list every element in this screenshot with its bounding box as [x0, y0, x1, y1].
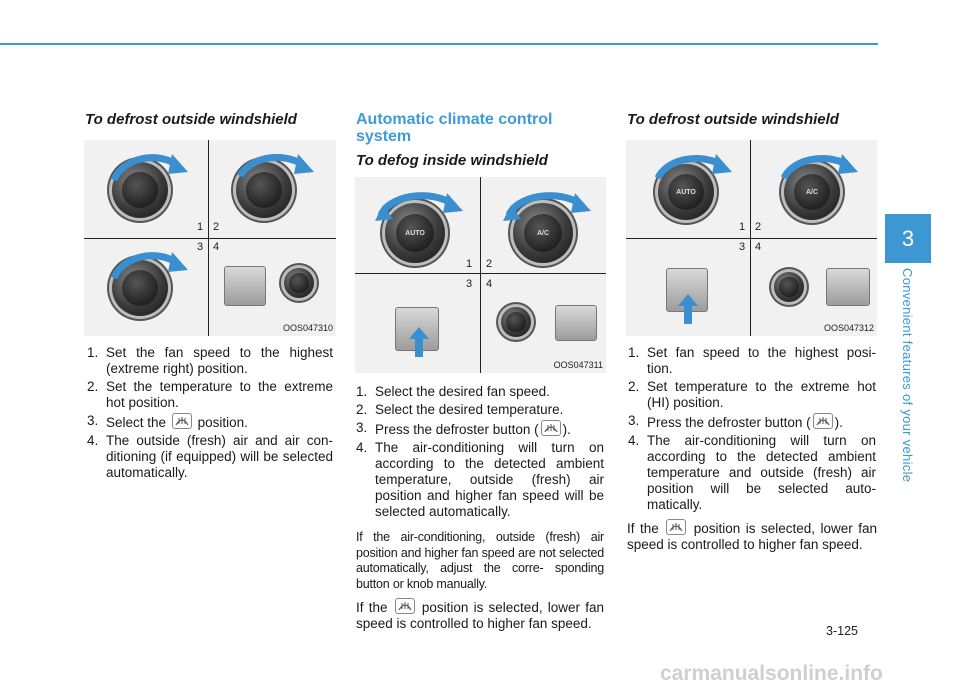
list-item: 1.Set the fan speed to the highest (extr…: [87, 345, 333, 376]
section-title: Automatic climate control system: [356, 111, 553, 145]
rotate-arrow-icon: [780, 154, 858, 180]
list-item: 3.Press the defroster button ().: [628, 413, 843, 430]
fig-label-4: 4: [213, 241, 220, 253]
fig-label-4: 4: [755, 241, 762, 253]
figure-code: OOS047311: [553, 360, 603, 370]
ac-knob: A/C: [513, 203, 573, 263]
fig-label-2: 2: [213, 221, 220, 233]
watermark: carmanualsonline.info: [660, 662, 883, 685]
list-item: 4.The air-conditioning will turn on acco…: [356, 440, 604, 519]
rotate-arrow-icon: [654, 154, 732, 180]
fig-label-4: 4: [486, 278, 493, 290]
defrost-icon: [394, 598, 415, 614]
chapter-tab: 3: [885, 214, 931, 263]
button-tile: [826, 268, 870, 306]
figure-code: OOS047312: [823, 323, 874, 333]
press-arrow-icon: [678, 294, 698, 324]
defrost-icon: [171, 413, 192, 429]
defrost-button-tile: [395, 307, 439, 351]
heading-defog-inside: To defog inside windshield: [356, 152, 548, 169]
figure-oos047310: 1 2 3 4 OOS047310: [84, 140, 336, 336]
fig-label-3: 3: [739, 241, 746, 253]
list-item: 4.The outside (fresh) air and air con- d…: [87, 433, 333, 480]
mode-knob: [774, 272, 804, 302]
rotate-arrow-icon: [375, 192, 463, 221]
list-item: 1.Select the desired fan speed.: [356, 384, 550, 399]
temperature-knob: [236, 162, 292, 218]
fan-speed-note: If the position is selected, lower fan s…: [356, 598, 604, 631]
ac-knob: [284, 268, 314, 298]
defrost-icon: [666, 519, 687, 535]
fig-label-3: 3: [466, 278, 473, 290]
fig-label-3: 3: [197, 241, 204, 253]
fan-speed-knob: [112, 162, 168, 218]
defrost-button-tile: [224, 266, 266, 306]
rotate-arrow-icon: [503, 192, 591, 221]
manual-adjust-note: If the air-conditioning, outside (fresh)…: [356, 530, 604, 591]
list-item: 3.Press the defroster button ().: [356, 420, 571, 437]
fan-speed-note: If the position is selected, lower fan s…: [627, 519, 877, 552]
heading-defrost-outside: To defrost outside windshield: [85, 111, 297, 128]
fig-label-2: 2: [486, 258, 493, 270]
button-tile: [555, 305, 597, 341]
steps-list: 1.Set the fan speed to the highest (extr…: [87, 345, 333, 483]
fig-label-1: 1: [197, 221, 204, 233]
page-number: 3-125: [826, 624, 858, 638]
rotate-arrow-icon: [110, 252, 188, 280]
heading-defrost-outside-auto: To defrost outside windshield: [627, 111, 839, 128]
ac-knob: A/C: [784, 164, 840, 220]
auto-knob: AUTO: [385, 203, 445, 263]
auto-knob: AUTO: [658, 164, 714, 220]
mode-knob: [501, 307, 531, 337]
list-item: 3.Select the position.: [87, 413, 248, 430]
steps-list: 1.Select the desired fan speed. 2.Select…: [356, 384, 604, 522]
fig-label-1: 1: [739, 221, 746, 233]
press-arrow-icon: [409, 327, 429, 357]
fig-label-1: 1: [466, 258, 473, 270]
list-item: 1.Set fan speed to the highest posi- tio…: [628, 345, 876, 376]
figure-code: OOS047310: [282, 323, 333, 333]
list-item: 2.Set the temperature to the extreme hot…: [87, 379, 333, 410]
defrost-icon: [812, 413, 833, 429]
top-rule: [0, 43, 878, 45]
list-item: 4.The air-conditioning will turn on acco…: [628, 433, 876, 512]
steps-list: 1.Set fan speed to the highest posi- tio…: [628, 345, 876, 515]
figure-oos047312: 1 2 3 4 AUTO A/C OOS047312: [626, 140, 877, 336]
rotate-arrow-icon: [110, 154, 188, 182]
fig-label-2: 2: [755, 221, 762, 233]
defrost-icon: [540, 420, 561, 436]
list-item: 2.Select the desired temperature.: [356, 402, 564, 417]
rotate-arrow-icon: [236, 153, 314, 178]
list-item: 2.Set temperature to the extreme hot (HI…: [628, 379, 876, 410]
figure-oos047311: 1 2 3 4 AUTO A/C OOS047311: [355, 177, 606, 373]
chapter-title: Convenient features of your vehicle: [900, 268, 915, 483]
